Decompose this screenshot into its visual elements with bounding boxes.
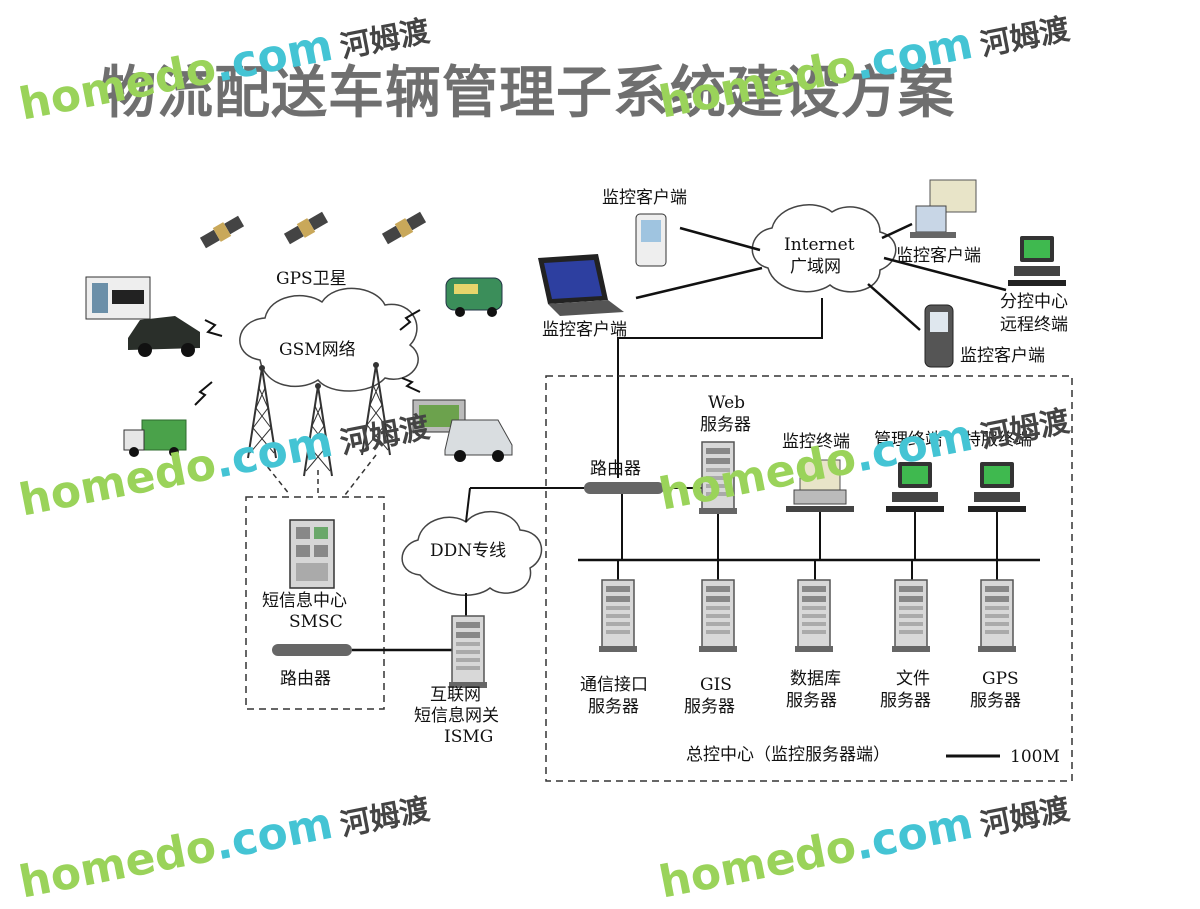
db-server-icon (794, 579, 834, 653)
file-server-icon (891, 579, 931, 653)
special-terminal-icon (968, 462, 1026, 512)
legend-label: 100M (1010, 747, 1060, 767)
internet-label-2: 广域网 (790, 257, 841, 277)
page-title: 物流配送车辆管理子系统建设方案 (100, 61, 955, 126)
car-icon (128, 316, 200, 357)
smsc-label-1: 短信息中心 (262, 591, 347, 611)
main-router-icon (584, 482, 664, 494)
van-icon (445, 277, 503, 317)
gis-label-1: GIS (700, 675, 732, 695)
branch-label-2: 远程终端 (1000, 315, 1068, 335)
monitor-client-label-right: 监控客户端 (896, 246, 981, 266)
ismg-label-2: 短信息网关 (414, 706, 499, 726)
gis-label-2: 服务器 (684, 697, 735, 717)
gps-satellite-icon (199, 211, 427, 249)
control-center-box (545, 375, 1073, 782)
ismg-label-3: ISMG (444, 727, 493, 747)
truck-icon (123, 419, 187, 457)
pda-icon (635, 213, 667, 267)
gps-server-icon (977, 579, 1017, 653)
manage-terminal-icon (886, 462, 944, 512)
gps-satellite-label: GPS卫星 (276, 269, 347, 289)
file-label-1: 文件 (896, 669, 930, 689)
desktop-map-icon (910, 179, 977, 238)
db-label-1: 数据库 (790, 669, 841, 689)
manage-terminal-label: 管理终端 (874, 430, 942, 450)
ismg-label-1: 互联网 (430, 685, 481, 705)
db-label-2: 服务器 (786, 691, 837, 711)
smsc-router-icon (272, 644, 352, 656)
smsc-group-box (245, 496, 385, 710)
ddn-label: DDN专线 (430, 541, 506, 561)
smsc-server-icon (289, 519, 335, 589)
branch-terminal-icon (1008, 236, 1066, 286)
monitor-terminal-icon (786, 459, 854, 512)
monitor-client-label-bottom: 监控客户端 (960, 346, 1045, 366)
comm-server-icon (598, 579, 638, 653)
smsc-label-2: SMSC (289, 612, 343, 632)
comm-label-2: 服务器 (588, 697, 639, 717)
monitor-client-label-left: 监控客户端 (542, 320, 627, 340)
web-label-1: Web (708, 393, 745, 413)
gps-server-label-2: 服务器 (970, 691, 1021, 711)
gps-server-label-1: GPS (982, 669, 1019, 689)
gis-server-icon (698, 579, 738, 653)
internet-cloud (751, 204, 897, 293)
monitor-client-label-top: 监控客户端 (602, 188, 687, 208)
web-label-2: 服务器 (700, 415, 751, 435)
ismg-server-icon (448, 615, 488, 689)
internet-label-1: Internet (784, 235, 855, 255)
router-label: 路由器 (590, 459, 641, 479)
ddn-cloud (401, 511, 543, 596)
mobile-phone-icon (924, 304, 954, 368)
laptop-icon (538, 254, 624, 316)
monitor-terminal-label: 监控终端 (782, 432, 850, 452)
file-label-2: 服务器 (880, 691, 931, 711)
branch-label-1: 分控中心 (1000, 292, 1068, 312)
comm-label-1: 通信接口 (580, 675, 648, 695)
smsc-router-label: 路由器 (280, 669, 331, 689)
minibus-icon (444, 419, 513, 462)
special-terminal-label: 特服终端 (964, 430, 1032, 450)
web-server-icon (698, 441, 738, 515)
control-center-label: 总控中心（监控服务器端） (686, 745, 890, 765)
gsm-network-label: GSM网络 (279, 340, 356, 360)
gps-device-icon (85, 276, 151, 320)
